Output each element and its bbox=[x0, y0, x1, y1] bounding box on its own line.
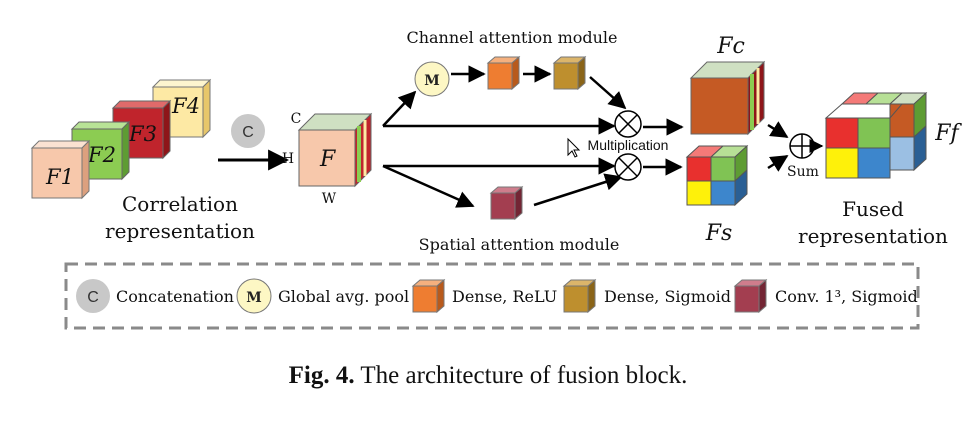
svg-text:C: C bbox=[87, 289, 99, 306]
svg-text:M: M bbox=[424, 73, 440, 89]
fs-cube bbox=[685, 144, 749, 207]
legend-dense-relu-label: Dense, ReLU bbox=[452, 287, 557, 306]
dense-sigmoid-block bbox=[552, 55, 587, 91]
input-f1-label: F1 bbox=[45, 165, 74, 189]
dim-h-label: H bbox=[282, 151, 294, 167]
dim-c-label: C bbox=[291, 111, 302, 127]
dim-w-label: W bbox=[322, 191, 337, 207]
representation-label: representation bbox=[105, 219, 255, 243]
channel-attention-title: Channel attention module bbox=[406, 28, 617, 47]
legend-conv-sigmoid-icon bbox=[733, 278, 768, 314]
svg-text:C: C bbox=[242, 124, 254, 141]
input-f2-cube: F2 bbox=[70, 120, 131, 181]
sum-label: Sum bbox=[787, 164, 819, 180]
legend-concatenation-icon: C bbox=[76, 279, 110, 313]
legend-conv-sigmoid-label: Conv. 1³, Sigmoid bbox=[775, 287, 918, 306]
cursor-pointer-icon bbox=[567, 137, 581, 158]
figure-caption-text: The architecture of fusion block. bbox=[360, 362, 688, 389]
fused-representation-label: representation bbox=[798, 224, 948, 248]
fc-label: Fc bbox=[716, 34, 745, 59]
legend-dense-sigmoid-icon bbox=[562, 278, 597, 314]
fs-label: Fs bbox=[705, 221, 733, 246]
spatial-attention-title: Spatial attention module bbox=[419, 235, 620, 254]
feature-map-cube: F bbox=[297, 112, 373, 188]
svg-text:M: M bbox=[246, 290, 262, 306]
global-avg-pool-icon: M bbox=[414, 61, 450, 97]
fused-cube bbox=[824, 91, 928, 179]
conv-sigmoid-block bbox=[489, 185, 524, 221]
legend-concatenation-label: Concatenation bbox=[116, 287, 234, 306]
input-f3-cube: F3 bbox=[111, 99, 172, 160]
legend: C Concatenation M Global avg. pool Dense… bbox=[64, 262, 920, 330]
input-f1-cube: F1 bbox=[30, 139, 91, 200]
legend-dense-relu-icon bbox=[411, 278, 446, 314]
feature-map-label: F bbox=[319, 147, 336, 172]
figure-caption: Fig. 4. The architecture of fusion block… bbox=[0, 362, 976, 390]
fused-label: Fused bbox=[842, 197, 904, 221]
arrow-feature-to-conv bbox=[382, 164, 475, 208]
multiply-bottom-icon bbox=[614, 153, 642, 181]
multiplication-label: Multiplication bbox=[588, 137, 669, 153]
correlation-label: Correlation bbox=[122, 192, 238, 216]
fusion-block-diagram: F4 F3 F2 F1 Correlation representation C… bbox=[30, 28, 963, 330]
input-f2-label: F2 bbox=[87, 143, 116, 167]
legend-dense-sigmoid-label: Dense, Sigmoid bbox=[604, 287, 731, 306]
sum-icon bbox=[789, 133, 815, 159]
figure-number: Fig. 4. bbox=[288, 362, 355, 389]
multiply-top-icon bbox=[614, 110, 642, 138]
arrow-sigmoid-to-mult bbox=[589, 76, 627, 110]
legend-global-pool-icon: M bbox=[236, 278, 272, 314]
arrow-feature-to-pool bbox=[382, 90, 417, 127]
arrow-fc-to-sum bbox=[767, 121, 789, 139]
arrow-fs-to-sum bbox=[767, 154, 789, 172]
ff-label: Ff bbox=[934, 121, 962, 146]
legend-global-pool-label: Global avg. pool bbox=[278, 287, 409, 306]
concatenation-icon: C bbox=[231, 114, 265, 148]
input-f3-label: F3 bbox=[128, 122, 157, 146]
dense-relu-block bbox=[486, 55, 521, 91]
arrow-conv-to-mult bbox=[533, 173, 623, 207]
fc-cube bbox=[689, 60, 766, 136]
input-f4-label: F4 bbox=[171, 94, 200, 118]
